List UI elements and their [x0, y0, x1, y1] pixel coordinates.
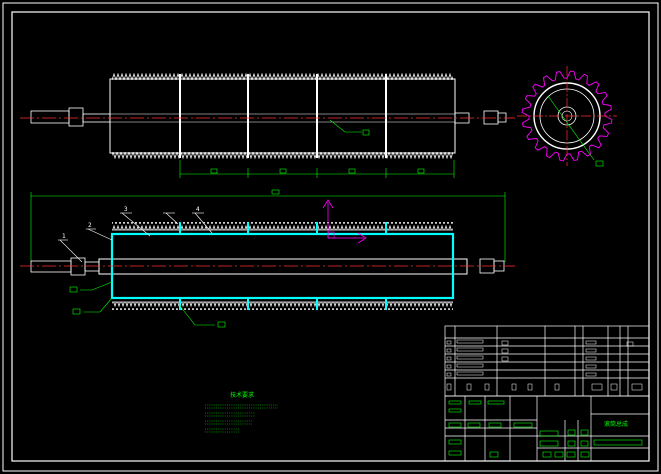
balloon-4: 4	[196, 206, 200, 213]
title-block	[444, 395, 650, 462]
bom-cell-text	[446, 339, 643, 391]
bill-of-materials	[444, 325, 650, 397]
sprocket-end-view	[517, 66, 617, 167]
balloon-3: 3	[124, 206, 128, 213]
bottom-view-section: 1 2 3 4	[20, 189, 515, 328]
balloon-1: 1	[62, 233, 66, 240]
technical-notes: 技术要求	[205, 391, 278, 433]
drawing-title: 滚筒总成	[604, 420, 628, 428]
ucs-axis-icon	[322, 199, 367, 244]
title-block-fields	[448, 400, 643, 458]
sheet-inner-border	[11, 11, 650, 462]
balloon-2: 2	[88, 222, 92, 229]
notes-title: 技术要求	[230, 391, 254, 399]
top-view-elevation	[20, 72, 515, 178]
